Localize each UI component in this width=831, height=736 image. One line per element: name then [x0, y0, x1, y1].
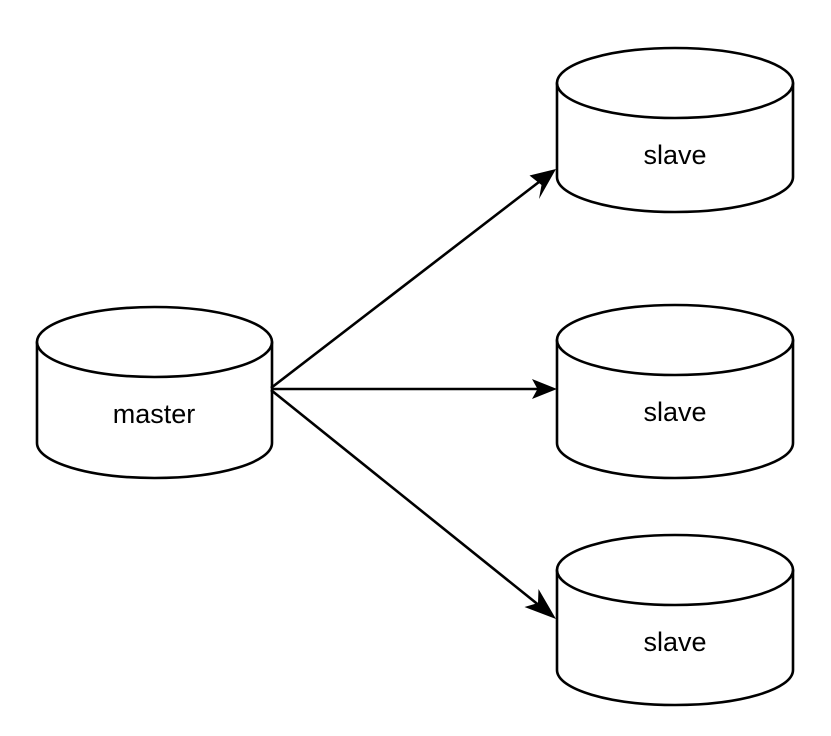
- slave-2-cylinder-top: [555, 303, 795, 377]
- master-cylinder-top: [35, 305, 274, 379]
- master-label: master: [113, 399, 196, 429]
- edge-master-to-slave-1[interactable]: [270, 169, 556, 390]
- slave-1-cylinder-top: [555, 46, 795, 120]
- edge-master-to-slave-2[interactable]: [271, 379, 557, 399]
- slave-2-label: slave: [643, 397, 706, 427]
- slave-3-cylinder-body: [555, 568, 795, 707]
- slave-2-cylinder-body: [555, 338, 795, 480]
- edge-master-to-slave-3[interactable]: [270, 388, 556, 619]
- node-slave-1[interactable]: slave: [555, 46, 795, 214]
- edge-master-to-slave-3-line: [270, 388, 544, 610]
- slave-3-cylinder-top: [555, 533, 795, 607]
- slave-1-label: slave: [643, 140, 706, 170]
- master-cylinder-body: [35, 340, 274, 480]
- slave-3-label: slave: [643, 627, 706, 657]
- edge-master-to-slave-1-line: [270, 177, 545, 390]
- edge-master-to-slave-3-arrowhead: [524, 589, 556, 619]
- slave-1-cylinder-body: [555, 81, 795, 214]
- node-slave-2[interactable]: slave: [555, 303, 795, 480]
- node-slave-3[interactable]: slave: [555, 533, 795, 707]
- edge-master-to-slave-1-arrowhead: [529, 169, 556, 199]
- node-master[interactable]: master: [35, 305, 274, 480]
- edge-master-to-slave-2-arrowhead: [532, 379, 557, 399]
